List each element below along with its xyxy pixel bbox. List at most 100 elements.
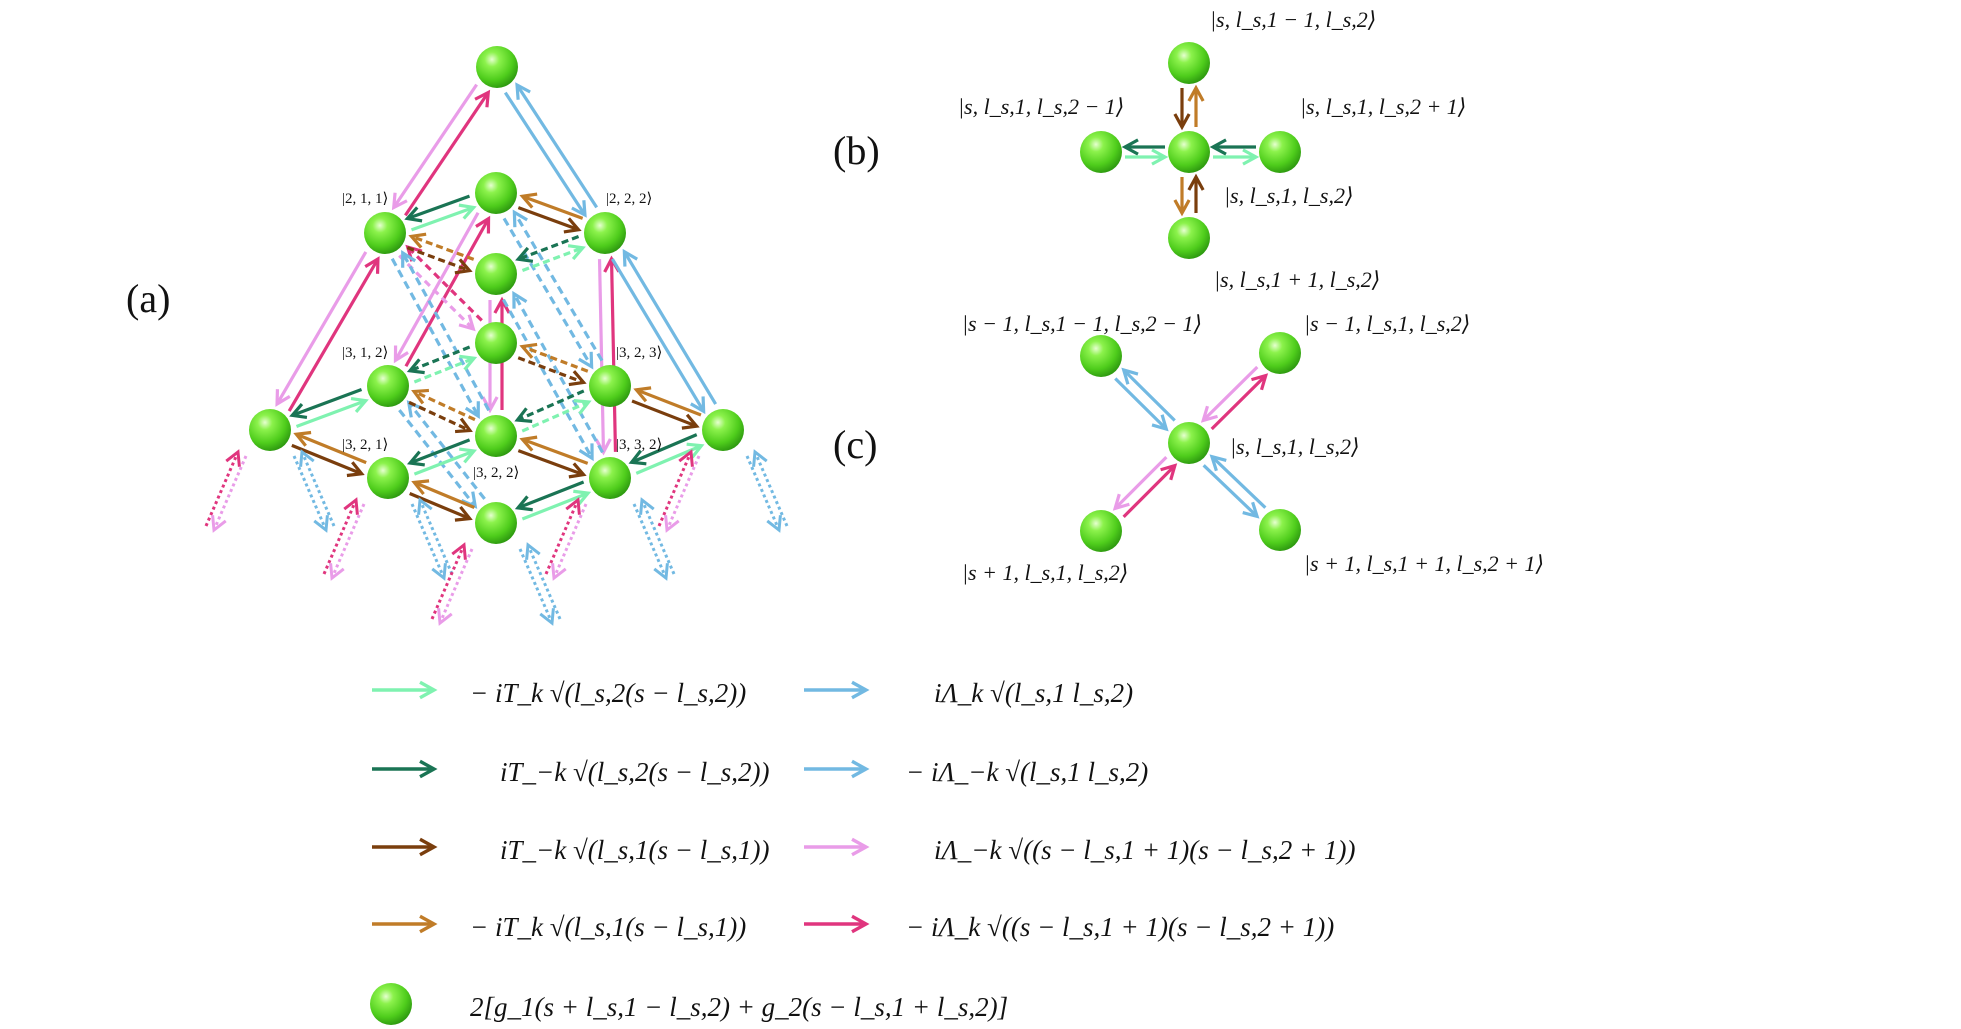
a-dot-m-4 xyxy=(657,449,694,527)
legend-light-green-arrow xyxy=(372,680,438,700)
legend-node xyxy=(370,983,412,1025)
legend-light-pink-arrow xyxy=(804,837,870,857)
panel-b-label: (b) xyxy=(833,128,880,173)
a-g-4-fwd xyxy=(521,399,592,433)
a-g-3-back xyxy=(406,345,471,375)
a-node-n2c xyxy=(475,172,517,214)
a-dot-b-2 xyxy=(518,548,555,626)
legend-light-blue-arrow xyxy=(804,680,870,700)
c-bl-back xyxy=(1112,456,1168,511)
c-node-c xyxy=(1168,422,1210,464)
c-label-topright: |s − 1, l_s,1, l_s,2⟩ xyxy=(1304,311,1470,336)
a-g-6-back xyxy=(406,438,471,467)
a-dot-b-4 xyxy=(745,455,782,533)
legend-light-brown-arrow xyxy=(372,914,438,934)
a-dot-m-3 xyxy=(544,497,581,575)
c-bl-fwd xyxy=(1122,463,1178,518)
a-g-4-back xyxy=(514,389,585,423)
a-b-1-fwd xyxy=(517,206,582,234)
c-label-center: |s, l_s,1, l_s,2⟩ xyxy=(1230,434,1360,459)
a-lb-3-fwd xyxy=(502,217,594,370)
a-node-n3b xyxy=(475,502,517,544)
a-lb-5-fwd xyxy=(502,298,594,462)
a-g-2-back xyxy=(515,235,580,263)
b-right-fwd xyxy=(1213,148,1260,166)
a-dot-p-0 xyxy=(211,455,248,533)
panel-c-label: (c) xyxy=(833,422,877,467)
a-dot-p-1 xyxy=(329,503,366,581)
legend-formula-1: − iT_k √(l_s,2(s − l_s,2)) xyxy=(470,678,746,708)
a-mp-1-fwd xyxy=(404,89,491,217)
b-label-center: |s, l_s,1, l_s,2⟩ xyxy=(1224,183,1354,208)
state-label-211: |2, 1, 1⟩ xyxy=(342,191,388,207)
a-node-n211 xyxy=(364,212,406,254)
a-b-3-back xyxy=(519,342,589,373)
b-node-b xyxy=(1168,217,1210,259)
a-b-8-back xyxy=(633,386,702,417)
a-lb-4-fwd xyxy=(390,257,480,419)
a-node-n332 xyxy=(589,457,631,499)
a-node-n3a xyxy=(475,322,517,364)
legend-formula-5: iΛ_k √(l_s,1 l_s,2) xyxy=(934,678,1133,708)
a-g-5-fwd xyxy=(295,396,369,429)
a-g-6-fwd xyxy=(413,447,478,476)
state-label-333: |3, 3, 2⟩ xyxy=(616,437,662,453)
panel-a-label: (a) xyxy=(126,276,170,321)
a-dot-m-1 xyxy=(322,497,359,575)
a-dot-m-0 xyxy=(204,449,241,527)
a-g-7-back xyxy=(514,480,585,512)
a-dot-b2-3 xyxy=(639,497,676,575)
legend-formula-4: − iT_k √(l_s,1(s − l_s,1)) xyxy=(470,912,746,942)
b-label-left: |s, l_s,1, l_s,2 − 1⟩ xyxy=(958,94,1124,119)
a-dot-p-2 xyxy=(437,548,474,626)
b-node-l xyxy=(1080,131,1122,173)
state-label-321: |3, 2, 1⟩ xyxy=(342,437,388,453)
a-b-7-back xyxy=(519,435,589,465)
legend-formula-6: − iΛ_−k √(l_s,1 l_s,2) xyxy=(906,757,1148,787)
a-b-5-fwd xyxy=(291,443,365,478)
a-b-3-fwd xyxy=(517,356,587,387)
a-dot-b2-0 xyxy=(299,449,336,527)
a-lb-3-back xyxy=(512,209,604,362)
a-lb-5-back xyxy=(512,290,604,454)
c-node-br xyxy=(1259,509,1301,551)
a-mp-3-back xyxy=(393,211,480,364)
b-down-back xyxy=(1187,173,1205,213)
a-dot-b-3 xyxy=(632,503,669,581)
a-b-7-fwd xyxy=(517,449,587,479)
b-label-right: |s, l_s,1, l_s,2 + 1⟩ xyxy=(1300,94,1466,119)
a-mp-5-back xyxy=(594,259,612,456)
c-br-fwd xyxy=(1202,464,1260,519)
c-tr-fwd xyxy=(1210,373,1269,431)
state-label-323: |3, 2, 3⟩ xyxy=(616,345,662,361)
legend-magenta-arrow xyxy=(804,914,870,934)
a-node-n312 xyxy=(367,365,409,407)
a-g-8-back xyxy=(628,433,698,466)
a-mp-1-back xyxy=(391,83,478,211)
node-layer xyxy=(249,42,1301,1025)
legend-formula-3: iT_−k √(l_s,1(s − l_s,1)) xyxy=(500,835,770,865)
a-lb-2-back xyxy=(622,248,718,405)
arrow-layer xyxy=(204,82,1269,934)
c-node-bl xyxy=(1080,510,1122,552)
a-node-n222 xyxy=(584,212,626,254)
state-label-322: |3, 2, 2⟩ xyxy=(473,465,519,481)
a-b-1-back xyxy=(519,192,584,220)
a-lb-6-back xyxy=(406,400,486,500)
a-b-2-back xyxy=(408,232,475,261)
a-dot-p-3 xyxy=(551,503,588,581)
a-dot-b-0 xyxy=(292,455,329,533)
a-lb-1-fwd xyxy=(503,91,587,218)
legend-dark-green-arrow xyxy=(372,759,438,779)
a-lb-1-back xyxy=(515,82,599,209)
a-mp-3-fwd xyxy=(404,215,491,368)
a-dot-m-2 xyxy=(430,542,467,620)
a-g-1-fwd xyxy=(410,203,477,232)
a-dot-b-1 xyxy=(410,503,447,581)
b-down-fwd xyxy=(1173,177,1191,217)
a-g-2-fwd xyxy=(521,244,586,272)
a-g-3-fwd xyxy=(413,354,478,384)
a-mp-2-fwd xyxy=(287,256,380,412)
a-node-n3l xyxy=(249,409,291,451)
